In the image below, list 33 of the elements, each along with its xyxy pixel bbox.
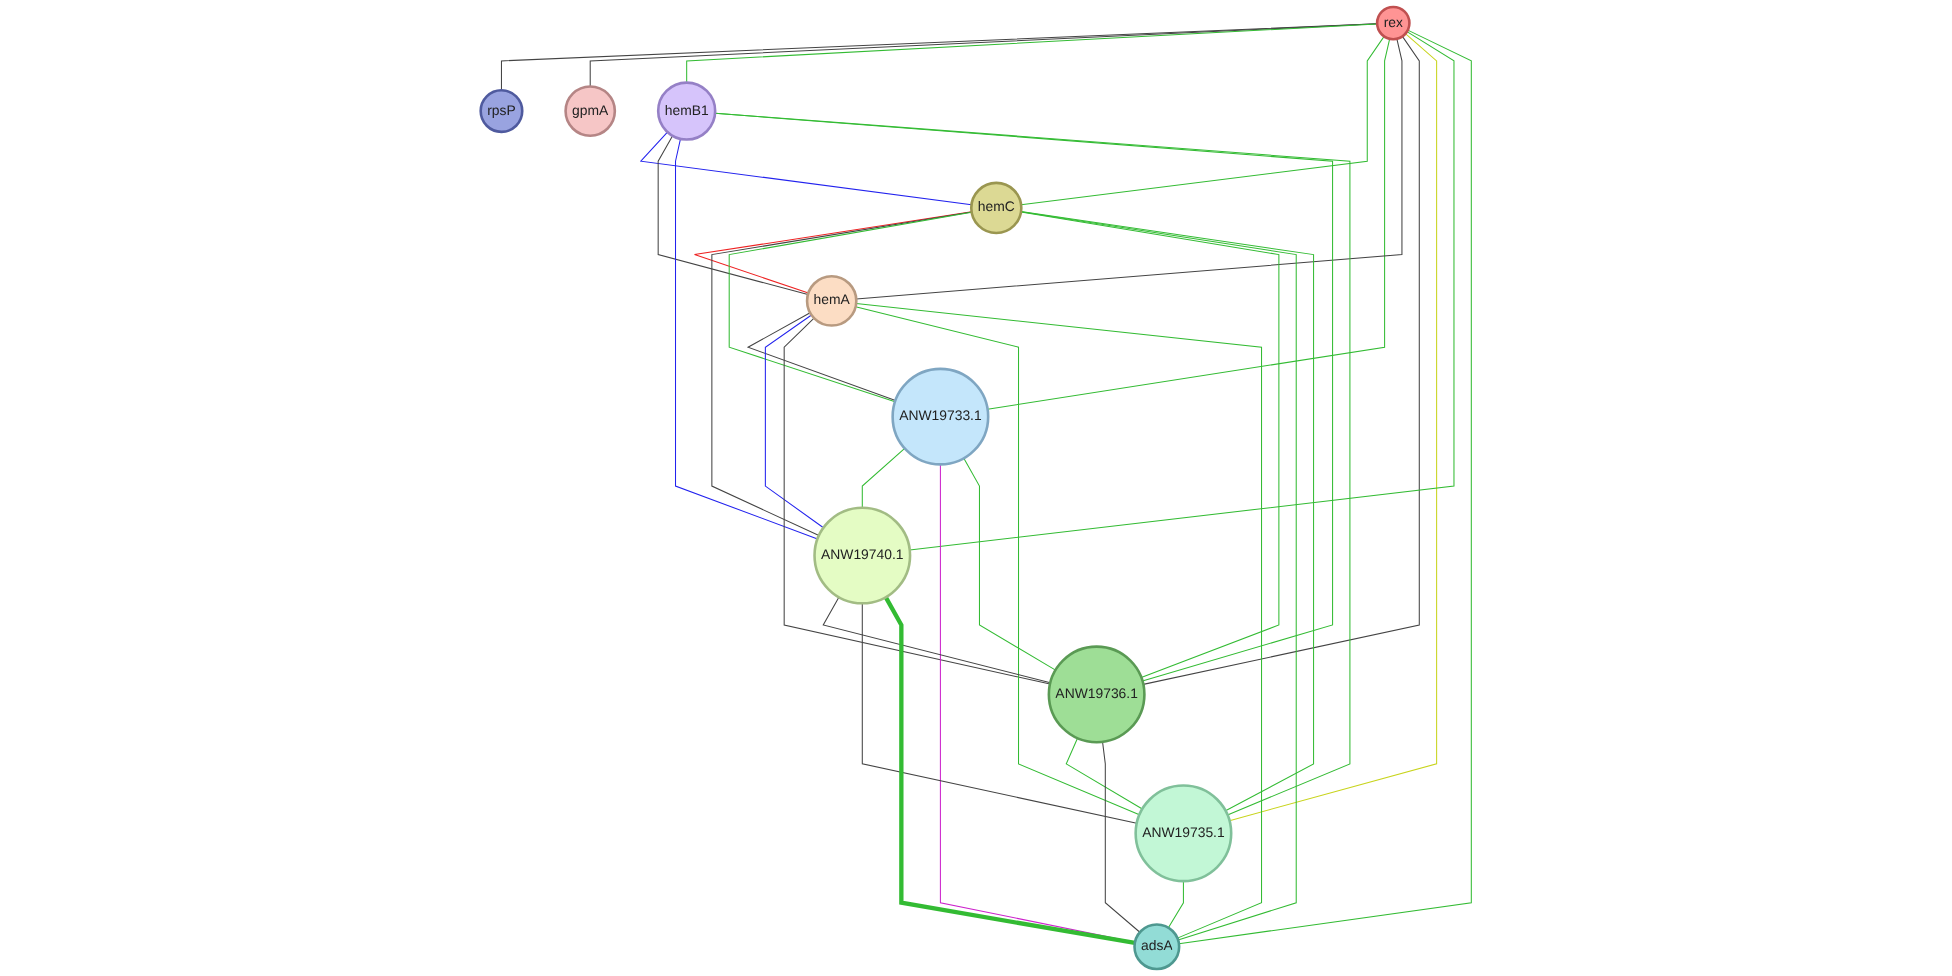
connector	[1102, 741, 1141, 933]
connector	[861, 447, 906, 509]
connector	[1020, 211, 1315, 812]
connector	[909, 31, 1455, 551]
connector	[1020, 211, 1297, 941]
connector	[589, 23, 1378, 87]
connector	[861, 602, 1138, 824]
connector	[987, 38, 1391, 410]
connector	[1065, 737, 1143, 810]
connector	[1020, 35, 1385, 206]
connector	[822, 596, 1051, 684]
connector	[764, 314, 824, 529]
connector	[639, 131, 972, 206]
connector	[728, 211, 973, 403]
connector	[855, 306, 1140, 816]
connector	[500, 23, 1378, 91]
connector	[1167, 880, 1184, 929]
connector	[657, 135, 809, 296]
connector	[855, 38, 1403, 300]
connector	[1142, 35, 1420, 685]
connector	[963, 457, 1057, 671]
connector	[1020, 211, 1280, 678]
connector	[746, 312, 896, 401]
connector	[694, 211, 973, 294]
connector	[675, 138, 819, 540]
connector	[783, 317, 1051, 685]
connector	[686, 23, 1378, 84]
connector	[1228, 33, 1438, 822]
connector	[714, 112, 1351, 816]
connector	[1178, 29, 1472, 945]
connector	[855, 303, 1263, 939]
connector	[883, 596, 1136, 946]
connector	[711, 211, 973, 537]
